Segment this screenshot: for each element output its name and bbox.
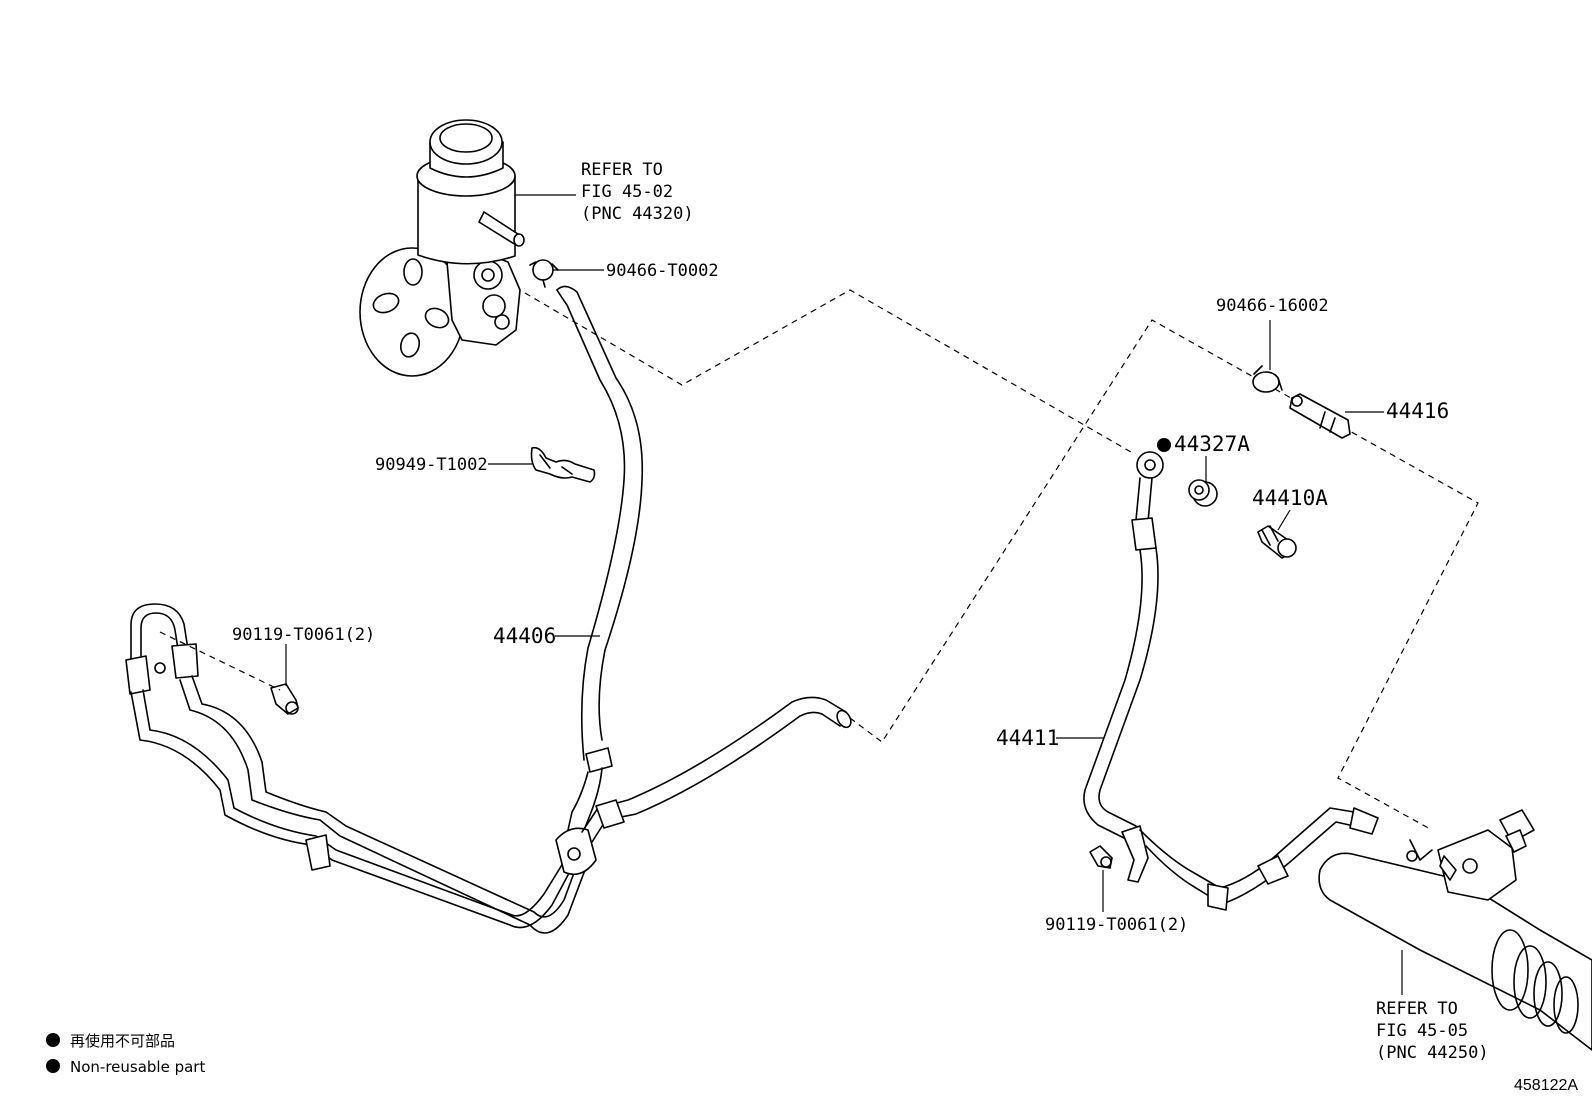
label-bolt-90119-t0061-right: 90119-T0061(2)	[1045, 915, 1188, 935]
part-labels: REFER TO FIG 45-02 (PNC 44320) 90466-T00…	[232, 160, 1489, 1063]
refer-pump-line1: REFER TO	[581, 160, 663, 180]
label-gasket-44327a: 44327A	[1174, 432, 1250, 456]
clamp-90466-16002	[1252, 365, 1283, 393]
union-44416	[1289, 393, 1351, 439]
label-bolt-44410a: 44410A	[1252, 486, 1328, 510]
figure-id: 458122A	[1514, 1077, 1578, 1094]
non-reusable-marker	[1157, 438, 1171, 452]
steering-rack	[1318, 809, 1592, 1051]
return-pipe-assembly	[125, 603, 852, 934]
return-hose-44406	[556, 285, 644, 831]
refer-rack-line2: FIG 45-05	[1376, 1021, 1468, 1041]
legend-bullet-jp	[46, 1033, 60, 1047]
refer-rack-line1: REFER TO	[1376, 999, 1458, 1019]
legend-non-reusable-en: Non-reusable part	[70, 1058, 205, 1076]
label-hose-44406: 44406	[493, 624, 556, 648]
clamp-90466-t0002	[529, 259, 559, 288]
clamp-90949-t1002	[530, 446, 596, 483]
gasket-44327a	[1188, 479, 1218, 507]
label-clamp-90466-t0002: 90466-T0002	[606, 261, 719, 281]
refer-pump-line3: (PNC 44320)	[581, 204, 694, 224]
refer-rack-line3: (PNC 44250)	[1376, 1043, 1489, 1063]
legend-non-reusable-jp: 再使用不可部品	[70, 1032, 175, 1050]
bolt-90119-t0061-right	[1089, 845, 1113, 869]
label-bolt-90119-t0061-left: 90119-T0061(2)	[232, 625, 375, 645]
pressure-hose-44411	[1083, 451, 1379, 911]
label-hose-44411: 44411	[996, 726, 1059, 750]
legend-bullet-en	[46, 1059, 60, 1073]
label-clamp-90466-16002: 90466-16002	[1216, 296, 1329, 316]
bolt-90119-t0061-left	[159, 631, 299, 715]
refer-pump-line2: FIG 45-02	[581, 182, 673, 202]
bolt-44410a	[1257, 525, 1297, 559]
leader-lines	[285, 194, 1403, 995]
label-clamp-90949-t1002: 90949-T1002	[375, 455, 488, 475]
legend: 再使用不可部品 Non-reusable part	[46, 1032, 205, 1076]
label-union-44416: 44416	[1386, 399, 1449, 423]
power-steering-pump	[359, 119, 525, 377]
